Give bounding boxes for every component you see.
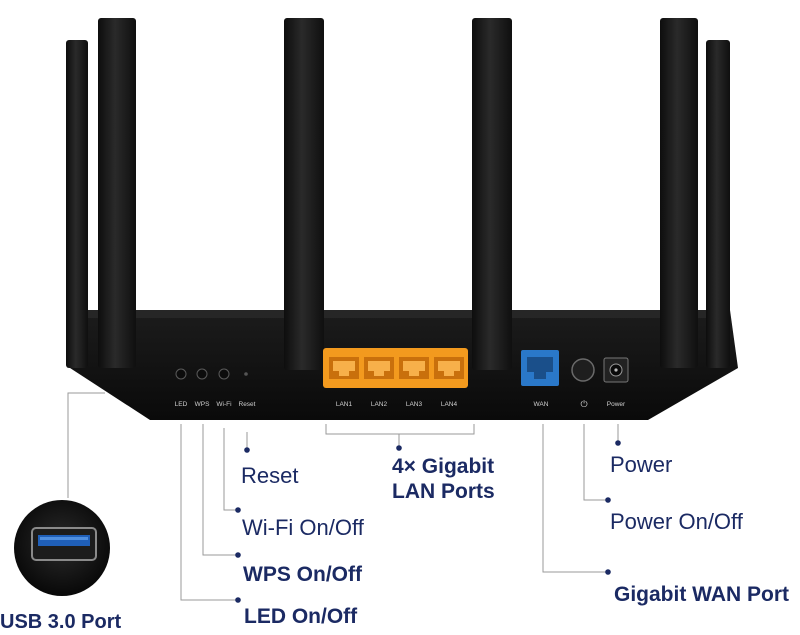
antenna-5 [660, 18, 698, 368]
callout-lan-line1: 4× Gigabit [392, 455, 495, 478]
callout-usb: USB 3.0 Port [0, 611, 122, 633]
reset-button[interactable] [244, 372, 248, 376]
antenna-6 [706, 40, 730, 368]
callout-led: LED On/Off [244, 605, 358, 628]
leader-usb [67, 392, 105, 498]
leader-wifi [223, 428, 238, 511]
wps-button[interactable] [196, 368, 208, 380]
label-lan3: LAN3 [406, 401, 423, 408]
callout-power: Power [610, 452, 673, 477]
lan-port-3[interactable] [399, 357, 429, 379]
leader-wps [202, 424, 238, 556]
callout-wan: Gigabit WAN Port [614, 583, 789, 606]
callout-lan-line2: LAN Ports [392, 479, 495, 503]
wan-port[interactable]: WAN [521, 350, 559, 408]
wifi-button[interactable] [218, 368, 230, 380]
lan-port-2[interactable] [364, 357, 394, 379]
label-wan: WAN [534, 401, 549, 408]
leader-led [180, 424, 238, 601]
front-buttons: LED WPS Wi-Fi Reset [175, 368, 256, 408]
callout-wifi: Wi-Fi On/Off [242, 515, 364, 540]
leader-wan [542, 424, 608, 573]
label-lan4: LAN4 [441, 401, 458, 408]
callout-power-onoff: Power On/Off [610, 509, 743, 534]
leader-power-onoff [583, 424, 608, 501]
label-power: Power [607, 401, 626, 408]
antenna-3 [284, 18, 324, 370]
label-wifi: Wi-Fi [216, 401, 231, 408]
power-symbol-icon: ⏻ [580, 399, 587, 410]
power-button[interactable] [571, 358, 595, 382]
leader-lan [325, 424, 475, 435]
power-controls: ⏻ Power [571, 357, 629, 410]
led-button[interactable] [175, 368, 187, 380]
antenna-1 [66, 40, 88, 368]
lan-port-4[interactable] [434, 357, 464, 379]
label-lan2: LAN2 [371, 401, 388, 408]
usb-port-closeup [14, 500, 110, 596]
antennas [66, 18, 730, 370]
label-wps: WPS [195, 401, 210, 408]
antenna-4 [472, 18, 512, 370]
label-reset: Reset [239, 401, 256, 408]
leader-dots [235, 440, 621, 603]
lan-port-block: LAN1 LAN2 LAN3 LAN4 [323, 348, 468, 408]
label-led: LED [175, 401, 188, 408]
antenna-2 [98, 18, 136, 368]
callout-lan: 4× Gigabit LAN Ports [392, 455, 495, 505]
lan-port-1[interactable] [329, 357, 359, 379]
label-lan1: LAN1 [336, 401, 353, 408]
callout-reset: Reset [241, 463, 299, 488]
callout-wps: WPS On/Off [243, 563, 362, 586]
